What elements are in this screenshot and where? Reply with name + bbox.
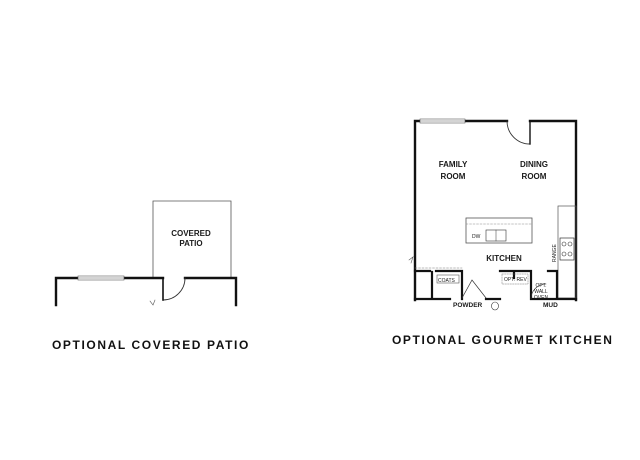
toilet-icon [491, 301, 499, 311]
opt-wall-oven-line1: OPT. [535, 283, 546, 289]
opt-rev-label: OPT. REV [504, 277, 527, 283]
covered-patio-label-line1: COVERED [171, 229, 211, 238]
family-room-label-line1: FAMILY [439, 160, 468, 169]
dw-label: DW [472, 234, 481, 240]
range-cooktop [559, 237, 575, 261]
opt-wall-oven-line3: OVEN [534, 295, 549, 301]
powder-door-swing [461, 279, 487, 299]
patio-break-mark [149, 299, 156, 306]
top-door-swing [506, 120, 531, 145]
kitchen-exterior-wall [413, 119, 578, 302]
kitchen-label: KITCHEN [486, 254, 522, 263]
opt-rev-area [501, 273, 529, 285]
kitchen-break-mark [408, 256, 414, 264]
opt-wall-oven-line2: WALL [534, 289, 548, 295]
covered-patio-caption: OPTIONAL COVERED PATIO [52, 338, 250, 352]
dining-room-label-line2: ROOM [522, 172, 547, 181]
covered-patio-outline [152, 200, 232, 279]
powder-label: POWDER [453, 302, 483, 309]
lower-interior-walls [413, 269, 578, 301]
coats-closet [436, 274, 460, 284]
covered-patio-plan: COVERED PATIO [54, 200, 238, 307]
gourmet-kitchen-caption: OPTIONAL GOURMET KITCHEN [392, 333, 614, 347]
right-counter [557, 205, 577, 299]
range-label: RANGE [552, 244, 558, 262]
house-wall [54, 276, 238, 307]
mud-door-swing [530, 283, 547, 300]
kitchen-island [465, 217, 533, 244]
family-room-label-line2: ROOM [441, 172, 466, 181]
patio-door-swing [162, 277, 186, 301]
covered-patio-label-line2: PATIO [179, 239, 202, 248]
mud-label: MUD [543, 302, 558, 309]
coats-label: COATS [438, 278, 456, 284]
dining-room-label-line1: DINING [520, 160, 548, 169]
gourmet-kitchen-plan: RANGE DW FAMILY ROOM DINING ROOM KITCHEN… [408, 118, 578, 311]
